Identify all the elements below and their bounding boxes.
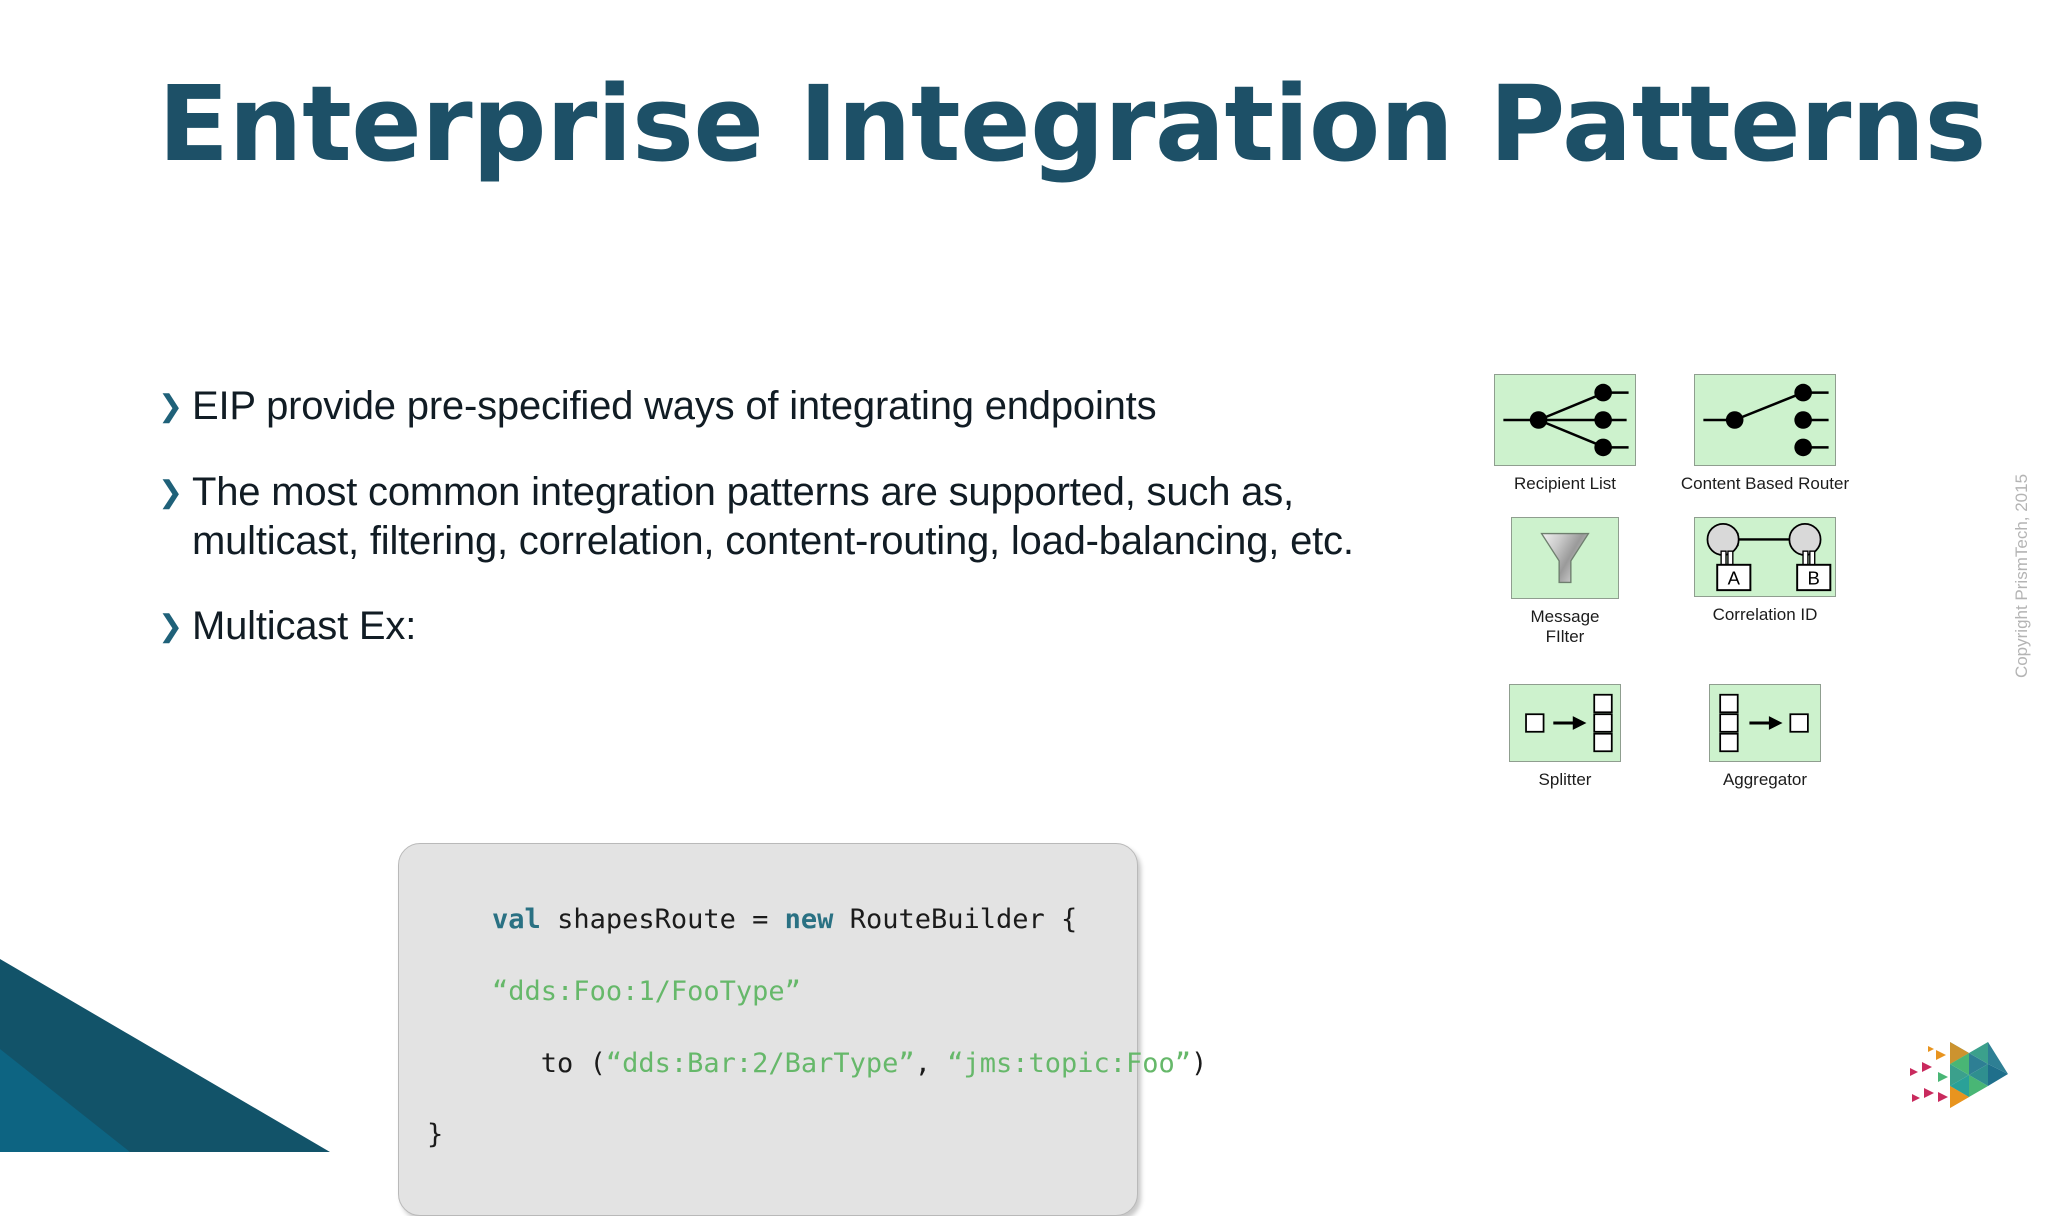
code-keyword: val [492,903,541,935]
pattern-label: Message FIlter [1530,606,1600,647]
bullet-text: The most common integration patterns are… [192,469,1354,563]
pattern-row: Message FIlter A B Correlation ID [1465,516,1865,648]
pattern-content-based-router: Content Based Router [1665,374,1865,495]
list-item: ❯ EIP provide pre-specified ways of inte… [158,382,1398,431]
code-line: to (“dds:Bar:2/BarType”, “jms:topic:Foo”… [427,1046,1208,1118]
code-block: val shapesRoute = new RouteBuilder { “dd… [398,843,1208,1216]
code-string: “dds:Foo:1/FooType” [492,975,801,1007]
code-plain: , [914,1047,948,1079]
splitter-icon [1509,684,1621,763]
bullet-text: EIP provide pre-specified ways of integr… [192,384,1157,428]
pattern-recipient-list: Recipient List [1465,374,1665,495]
page-title: Enterprise Integration Patterns [158,63,1986,185]
pattern-aggregator: Aggregator [1665,684,1865,791]
code-string: “jms:topic:Foo” [947,1047,1192,1079]
list-item: ❯ Multicast Ex: [158,602,1398,651]
code-line: “dds:Foo:1/FooType” [427,974,1109,1046]
pattern-message-filter: Message FIlter [1465,516,1665,648]
code-line: val shapesRoute = new RouteBuilder { [427,866,1109,974]
pattern-row: Splitter Aggregator [1465,684,1865,791]
bullet-text: Multicast Ex: [192,604,417,649]
bullet-list: ❯ EIP provide pre-specified ways of inte… [158,382,1398,688]
pattern-splitter: Splitter [1465,684,1665,791]
pattern-label: Content Based Router [1680,474,1850,493]
pattern-label: Recipient List [1513,474,1617,493]
code-plain: to ( [540,1047,606,1079]
pattern-row: Recipient List Content Based Router [1465,374,1865,495]
chevron-right-icon: ❯ [158,475,184,509]
code-keyword: new [784,903,834,935]
code-plain: RouteBuilder { [833,903,1078,935]
correlation-label-a: A [1728,567,1741,588]
chevron-right-icon: ❯ [158,390,184,423]
pattern-label: Aggregator [1722,770,1808,790]
code-plain: ) [1191,1047,1208,1079]
copyright-text: Copyright PrismTech, 2015 [2012,473,2031,679]
code-string: “dds:Bar:2/BarType” [605,1047,915,1079]
aggregator-icon [1709,684,1821,763]
pattern-label: Correlation ID [1712,604,1818,624]
copyright-notice: Copyright PrismTech, 2015 [2002,0,2042,1152]
correlation-id-icon: A B [1694,516,1836,597]
chevron-right-icon: ❯ [158,610,184,644]
code-line: } [427,1117,1109,1189]
content-based-router-icon [1694,374,1836,466]
code-plain: shapesRoute = [540,903,785,935]
correlation-label-b: B [1808,567,1820,588]
list-item: ❯ The most common integration patterns a… [158,468,1398,566]
recipient-list-icon [1494,374,1636,466]
message-filter-icon [1511,516,1619,599]
prismtech-logo [1910,1042,2008,1108]
pattern-grid: Recipient List Content Based Router [1465,374,1865,791]
code-plain: } [427,1119,444,1151]
corner-decoration [0,959,330,1152]
pattern-label: Splitter [1538,770,1592,790]
pattern-correlation-id: A B Correlation ID [1665,516,1865,648]
